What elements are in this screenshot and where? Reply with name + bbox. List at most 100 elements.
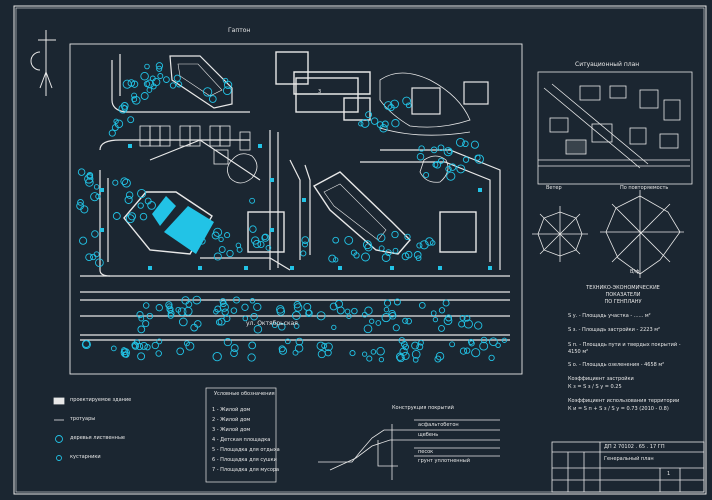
tree-icon bbox=[300, 250, 307, 257]
tree-icon bbox=[434, 355, 442, 363]
legend-tree-icon bbox=[55, 435, 63, 443]
tree-icon bbox=[445, 165, 452, 173]
tree-icon bbox=[392, 324, 400, 332]
tree-icon bbox=[175, 306, 182, 313]
tree-icon bbox=[393, 298, 401, 306]
tree-icon bbox=[443, 316, 453, 326]
tree-icon bbox=[387, 104, 395, 112]
tree-icon bbox=[364, 243, 373, 252]
tree-icon bbox=[464, 347, 471, 354]
tree-icon bbox=[127, 116, 135, 124]
tree-icon bbox=[77, 199, 84, 206]
tree-icon bbox=[221, 308, 229, 316]
tree-icon bbox=[133, 339, 140, 346]
tree-icon bbox=[278, 345, 286, 353]
tree-icon bbox=[176, 347, 185, 356]
tree-icon bbox=[381, 120, 389, 128]
tree-icon bbox=[253, 325, 263, 334]
tree-icon bbox=[363, 324, 373, 334]
tree-icon bbox=[146, 87, 153, 93]
tree-icon bbox=[90, 192, 100, 202]
tree-icon bbox=[416, 343, 424, 351]
tree-icon bbox=[175, 81, 183, 88]
tree-icon bbox=[370, 117, 379, 125]
indicator-row: S з. - Площадь застройки - 2223 м² bbox=[568, 327, 660, 333]
lamp-icon bbox=[290, 266, 294, 270]
tree-icon bbox=[185, 341, 195, 351]
title-block-name: Генеральный план bbox=[604, 456, 654, 462]
tree-icon bbox=[324, 342, 333, 352]
tree-icon bbox=[190, 323, 199, 332]
indicator-row: S у. - Площадь участка - ...... м² bbox=[568, 313, 651, 319]
tree-icon bbox=[222, 77, 229, 84]
tree-icon bbox=[295, 337, 304, 346]
tree-icon bbox=[405, 102, 412, 109]
garden-paths bbox=[227, 72, 471, 184]
tree-icon bbox=[459, 347, 468, 355]
cyan-highlights bbox=[152, 196, 214, 254]
tree-icon bbox=[328, 254, 337, 263]
tree-icon bbox=[235, 242, 242, 249]
tree-icon bbox=[305, 309, 313, 318]
tree-icon bbox=[418, 339, 424, 346]
tree-icon bbox=[396, 354, 405, 363]
tree-icon bbox=[139, 212, 148, 221]
tree-icon bbox=[242, 315, 249, 322]
indicator-row: S о. - Площадь озеленения - 4658 м² bbox=[568, 362, 665, 368]
tree-icon bbox=[411, 349, 421, 359]
tree-icon bbox=[303, 302, 312, 311]
note-item: 5 - Площадка для отдыха bbox=[212, 447, 280, 453]
tree-icon bbox=[136, 311, 144, 319]
indicators-title-1: ТЕХНИКО-ЭКОНОМИЧЕСКИЕ bbox=[586, 285, 660, 291]
lamp-icon bbox=[338, 266, 342, 270]
indicator-row: Коэффициент использования территории bbox=[568, 398, 680, 404]
tree-icon bbox=[284, 338, 291, 345]
legend-item-sidewalk: тротуары bbox=[70, 416, 96, 422]
indicators-title-2: ПОКАЗАТЕЛИ bbox=[605, 292, 641, 298]
tree-icon bbox=[378, 245, 385, 252]
tree-icon bbox=[480, 336, 488, 344]
tree-icon bbox=[90, 253, 97, 261]
tree-icon bbox=[294, 344, 304, 353]
tree-icon bbox=[276, 307, 286, 316]
tree-icon bbox=[423, 171, 430, 179]
lamp-icon bbox=[128, 144, 132, 148]
tree-icon bbox=[278, 323, 286, 331]
tree-icon bbox=[247, 353, 256, 362]
tree-icon bbox=[416, 242, 423, 249]
tree-icon bbox=[329, 302, 338, 311]
indicator-row: Коэффициент застройки bbox=[568, 376, 634, 382]
building-2 bbox=[275, 51, 371, 121]
tree-icon bbox=[437, 144, 445, 152]
tree-icon bbox=[402, 343, 409, 351]
tree-icon bbox=[125, 191, 134, 199]
section-layer: щебень bbox=[418, 432, 439, 438]
tree-icon bbox=[253, 302, 262, 312]
legend-item-trees: деревья лиственные bbox=[70, 435, 125, 441]
tree-icon bbox=[438, 324, 445, 332]
tree-icon bbox=[91, 230, 99, 238]
lamp-icon bbox=[244, 266, 248, 270]
tree-icon bbox=[474, 154, 484, 164]
tree-icon bbox=[120, 177, 129, 186]
tree-icon bbox=[391, 230, 399, 239]
section-layer: грунт уплотненный bbox=[418, 458, 471, 464]
tree-icon bbox=[137, 352, 146, 361]
tree-icon bbox=[462, 156, 470, 163]
tree-icon bbox=[435, 351, 445, 361]
indicators-title-3: ПО ГЕНПЛАНУ bbox=[604, 299, 642, 305]
tree-icon bbox=[124, 195, 133, 204]
tree-icon bbox=[265, 245, 272, 251]
tree-icon bbox=[316, 311, 326, 321]
inner-frame bbox=[15, 7, 705, 493]
tree-icon bbox=[155, 304, 163, 312]
tree-icon bbox=[471, 348, 481, 358]
highlighted-building bbox=[164, 206, 214, 254]
tree-icon bbox=[365, 111, 373, 119]
tree-icon bbox=[79, 236, 88, 245]
tree-icon bbox=[391, 119, 400, 128]
tree-icon bbox=[404, 250, 413, 259]
tree-icon bbox=[360, 118, 370, 128]
tree-icon bbox=[249, 225, 257, 233]
